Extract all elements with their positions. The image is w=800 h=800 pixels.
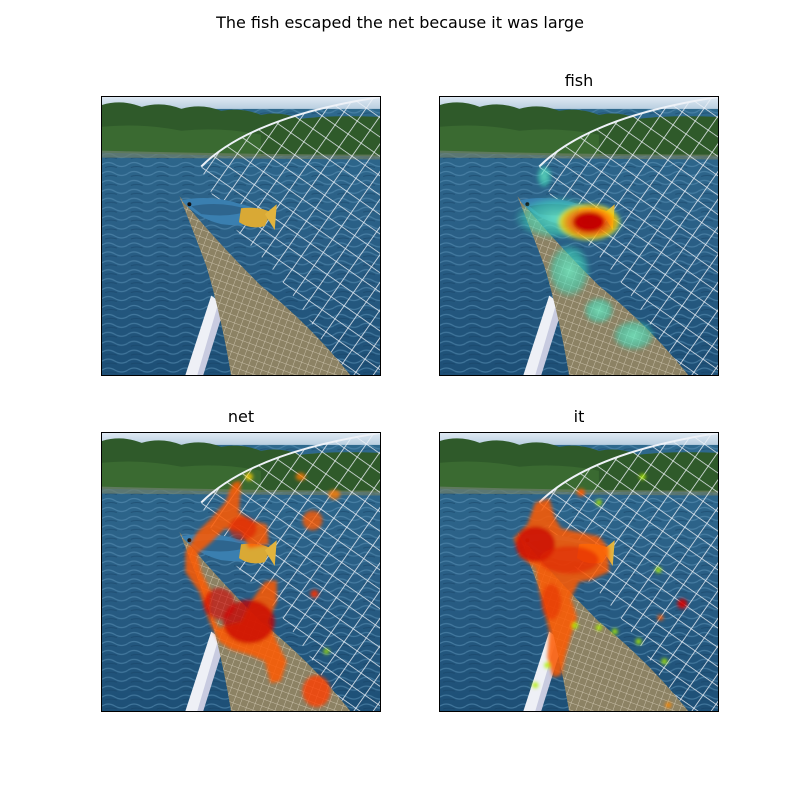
photo-fish-in-net	[102, 97, 380, 375]
panel-title-it: it	[573, 407, 585, 426]
photo-fish-heatmap	[440, 97, 718, 375]
attention-heatmap	[513, 164, 656, 352]
panel-fish: fish	[439, 71, 719, 376]
panel-net: net	[101, 407, 381, 712]
panel-title-net: net	[227, 407, 255, 426]
attention-heatmap	[513, 473, 688, 709]
photo-it-heatmap	[440, 433, 718, 711]
figure-title: The fish escaped the net because it was …	[216, 13, 584, 32]
panel-title-fish: fish	[564, 71, 594, 90]
image-frame	[101, 96, 381, 376]
image-frame	[439, 432, 719, 712]
attention-heatmap	[185, 472, 341, 708]
image-frame	[101, 432, 381, 712]
photo-net-heatmap	[102, 433, 380, 711]
panel-original	[101, 96, 381, 376]
image-frame	[439, 96, 719, 376]
panel-it: it	[439, 407, 719, 712]
